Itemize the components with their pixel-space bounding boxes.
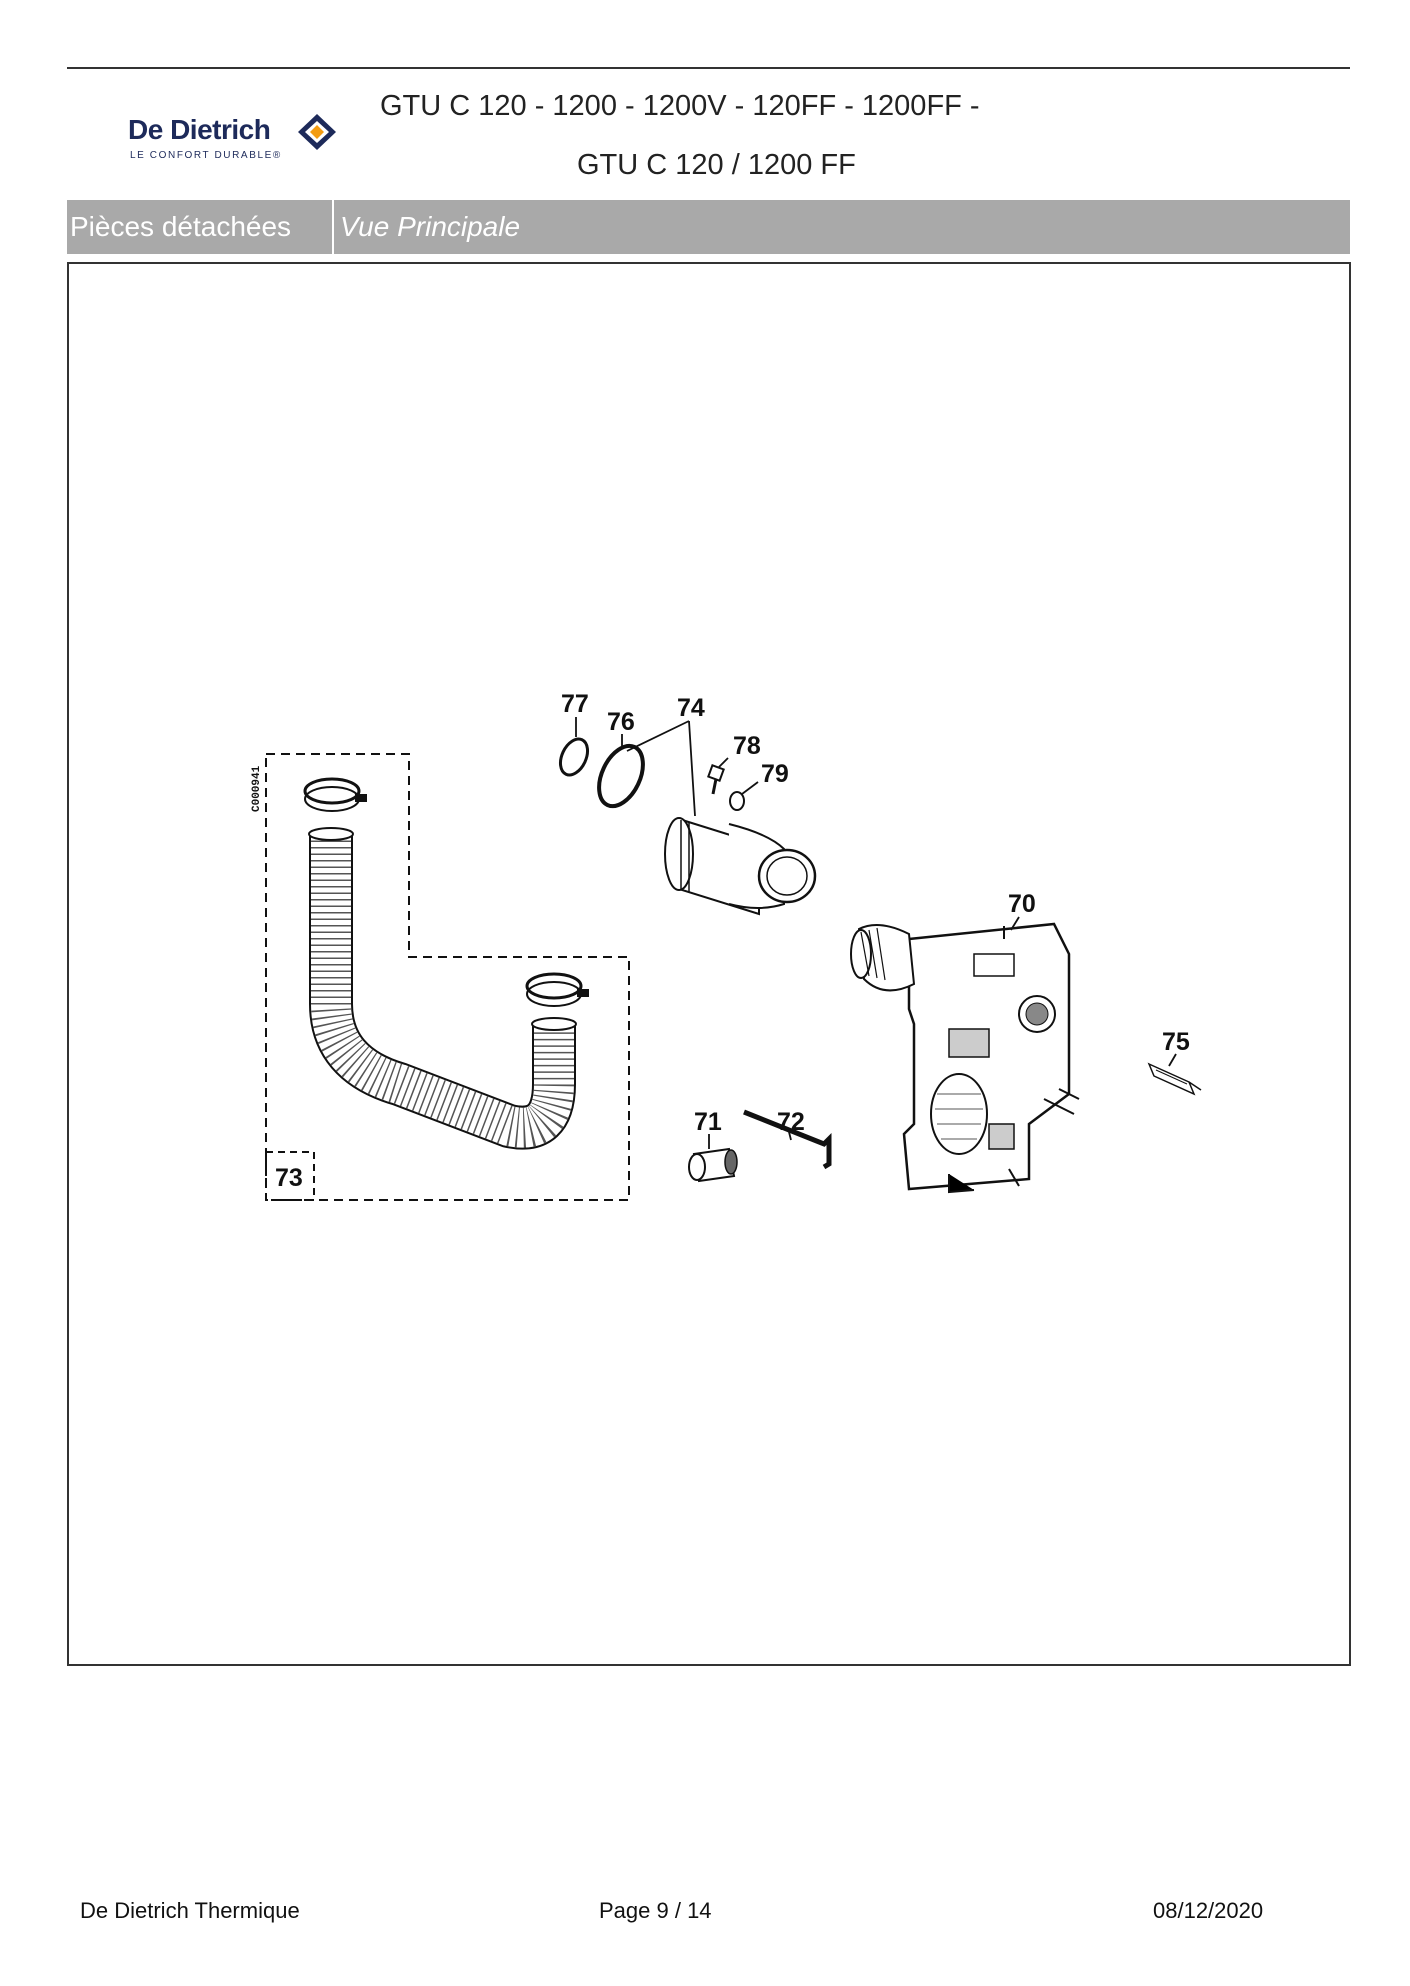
- part-76-seal-ring: [597, 743, 645, 809]
- callout-76: 76: [607, 708, 635, 736]
- part-78-screw: [707, 764, 725, 795]
- diagram-frame: C000941: [67, 262, 1351, 1666]
- leader-lines: [575, 717, 1177, 1149]
- callout-71: 71: [694, 1108, 722, 1136]
- document-title-line2: GTU C 120 / 1200 FF: [577, 149, 856, 181]
- brand-tagline: LE CONFORT DURABLE®: [130, 150, 282, 161]
- callout-79: 79: [761, 760, 789, 788]
- part-74-flue-adapter: [664, 817, 817, 916]
- section-bar: Pièces détachées Vue Principale: [67, 200, 1350, 254]
- diagram-ref-code: C000941: [251, 765, 263, 812]
- callout-73: 73: [275, 1164, 303, 1192]
- footer-page-number: Page 9 / 14: [599, 1898, 712, 1923]
- brand-name: De Dietrich: [128, 114, 271, 145]
- header-rule: [67, 67, 1350, 69]
- part-79-washer: [729, 791, 745, 811]
- callout-70: 70: [1008, 890, 1036, 918]
- part-77-o-ring: [558, 737, 590, 777]
- part-70-burner-assembly: [850, 922, 1080, 1194]
- brand-logo: De Dietrich LE CONFORT DURABLE®: [128, 110, 348, 170]
- callout-78: 78: [733, 732, 761, 760]
- part-72-hex-key: [743, 1109, 832, 1170]
- callout-75: 75: [1162, 1028, 1190, 1056]
- section-label: Pièces détachées: [67, 200, 334, 254]
- view-label: Vue Principale: [340, 211, 521, 242]
- part-75-label: [1147, 1062, 1202, 1096]
- callout-72: 72: [777, 1108, 805, 1136]
- callout-74: 74: [677, 694, 705, 722]
- part-73-flexible-duct: [265, 753, 630, 1201]
- exploded-parts-diagram: C000941: [251, 690, 1202, 1201]
- footer-date: 08/12/2020: [1153, 1898, 1264, 1923]
- callout-77: 77: [561, 690, 589, 718]
- part-71-fitting: [688, 1147, 738, 1183]
- document-title-line1: GTU C 120 - 1200 - 1200V - 120FF - 1200F…: [380, 90, 980, 122]
- brand-diamond-icon: [298, 114, 336, 150]
- footer-company: De Dietrich Thermique: [80, 1898, 300, 1923]
